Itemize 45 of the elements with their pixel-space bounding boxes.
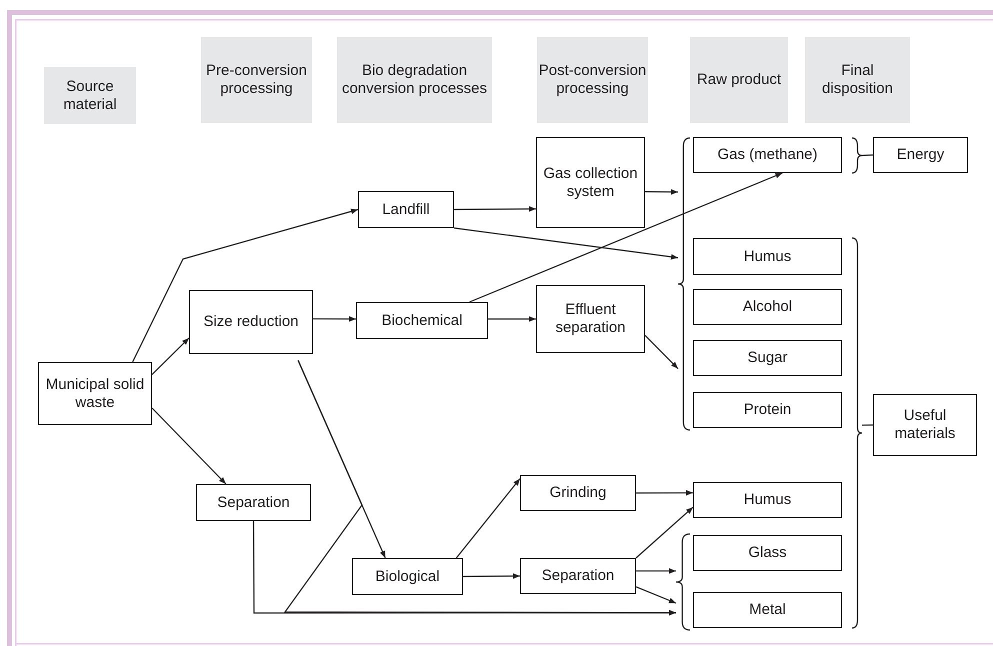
arrow <box>469 172 783 303</box>
column-heading: Post-conversion processing <box>537 37 648 123</box>
column-heading: Source material <box>44 67 136 124</box>
column-heading: Raw product <box>690 37 788 123</box>
arrow <box>152 408 226 484</box>
arrow <box>454 227 678 260</box>
process-box: Grinding <box>520 475 636 511</box>
arrow <box>644 334 678 370</box>
process-box: Effluent separation <box>536 285 645 353</box>
arrow <box>132 208 358 362</box>
arrow <box>456 478 520 558</box>
process-box: Sugar <box>693 340 842 376</box>
process-box: Municipal solid waste <box>38 362 152 425</box>
process-box: Separation <box>520 558 636 594</box>
process-box: Protein <box>693 392 842 428</box>
arrow <box>454 206 536 212</box>
process-box: Alcohol <box>693 289 842 325</box>
process-box: Metal <box>693 592 842 628</box>
process-box: Humus <box>693 238 842 275</box>
process-box: Energy <box>873 137 968 173</box>
arrow <box>284 360 676 616</box>
process-box: Separation <box>196 484 311 521</box>
process-box: Biochemical <box>356 302 488 339</box>
process-box: Size reduction <box>189 290 313 354</box>
arrow <box>313 316 356 322</box>
process-box: Gas (methane) <box>693 137 842 173</box>
arrow <box>152 338 190 376</box>
arrow <box>645 189 678 195</box>
arrow <box>488 316 536 322</box>
process-box: Humus <box>693 482 842 518</box>
column-heading: Final disposition <box>805 37 910 123</box>
connector-line <box>862 154 874 156</box>
process-box: Glass <box>693 535 842 571</box>
process-box: Landfill <box>358 191 454 228</box>
column-heading: Bio degradation conversion processes <box>337 37 492 123</box>
arrow <box>636 586 676 604</box>
arrow <box>636 490 693 496</box>
arrow <box>463 573 520 579</box>
arrow <box>636 568 676 574</box>
column-heading: Pre-conversion processing <box>201 37 312 123</box>
process-box: Useful materials <box>873 394 977 456</box>
process-box: Gas collection system <box>536 137 645 228</box>
process-box: Biological <box>352 558 463 595</box>
connector-line <box>862 424 874 426</box>
arrow <box>636 506 694 558</box>
